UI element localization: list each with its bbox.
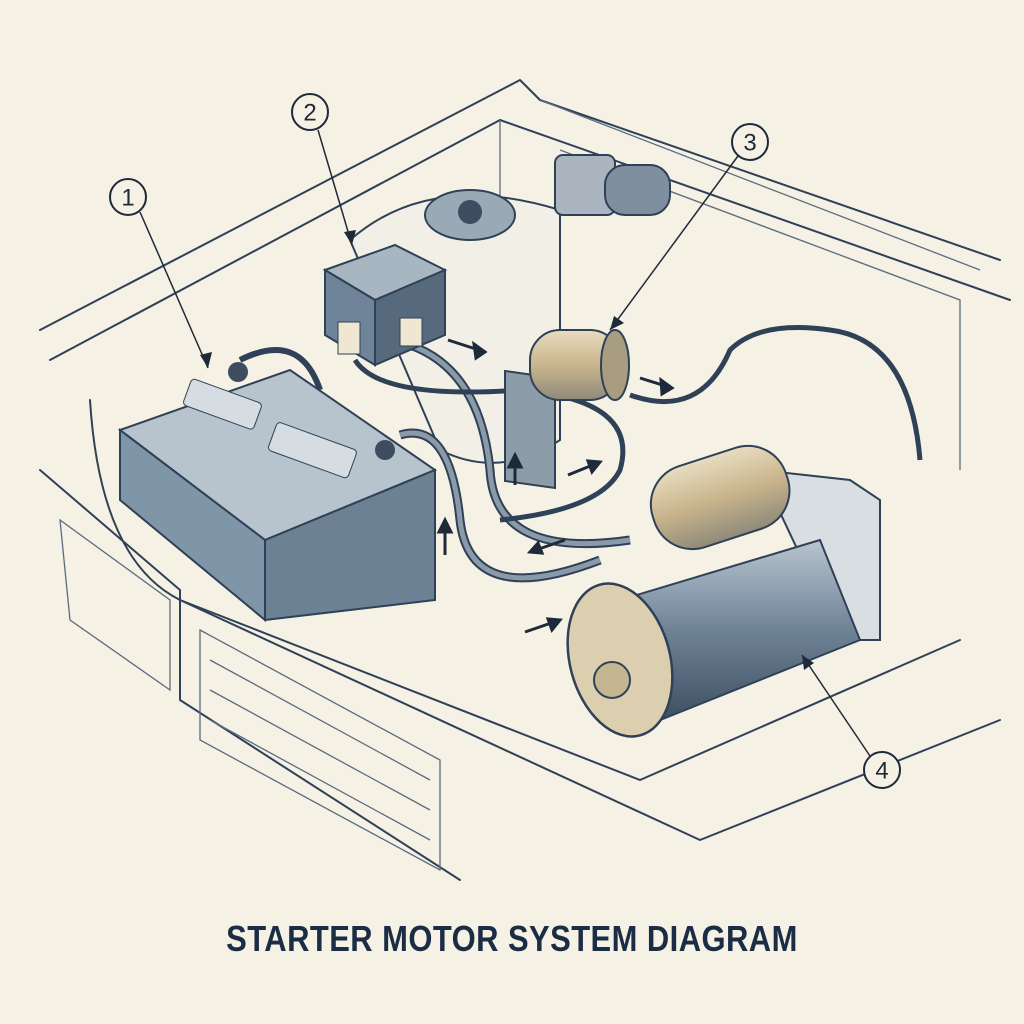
callout-2: 2 xyxy=(291,93,356,246)
callout-number: 4 xyxy=(875,758,888,785)
starter-motor xyxy=(566,444,881,738)
diagram-title: STARTER MOTOR SYSTEM DIAGRAM xyxy=(226,918,798,959)
callout-number: 2 xyxy=(303,100,316,127)
callout-3: 3 xyxy=(609,123,769,331)
callout-number: 3 xyxy=(743,130,756,157)
rear-component xyxy=(554,154,671,216)
callout-4: 4 xyxy=(801,654,901,789)
car-body-outline xyxy=(39,79,1011,881)
battery xyxy=(117,362,438,623)
relay xyxy=(322,243,448,367)
callout-1: 1 xyxy=(109,178,212,369)
callout-number: 1 xyxy=(121,185,134,212)
current-flow-arrows xyxy=(436,338,675,634)
